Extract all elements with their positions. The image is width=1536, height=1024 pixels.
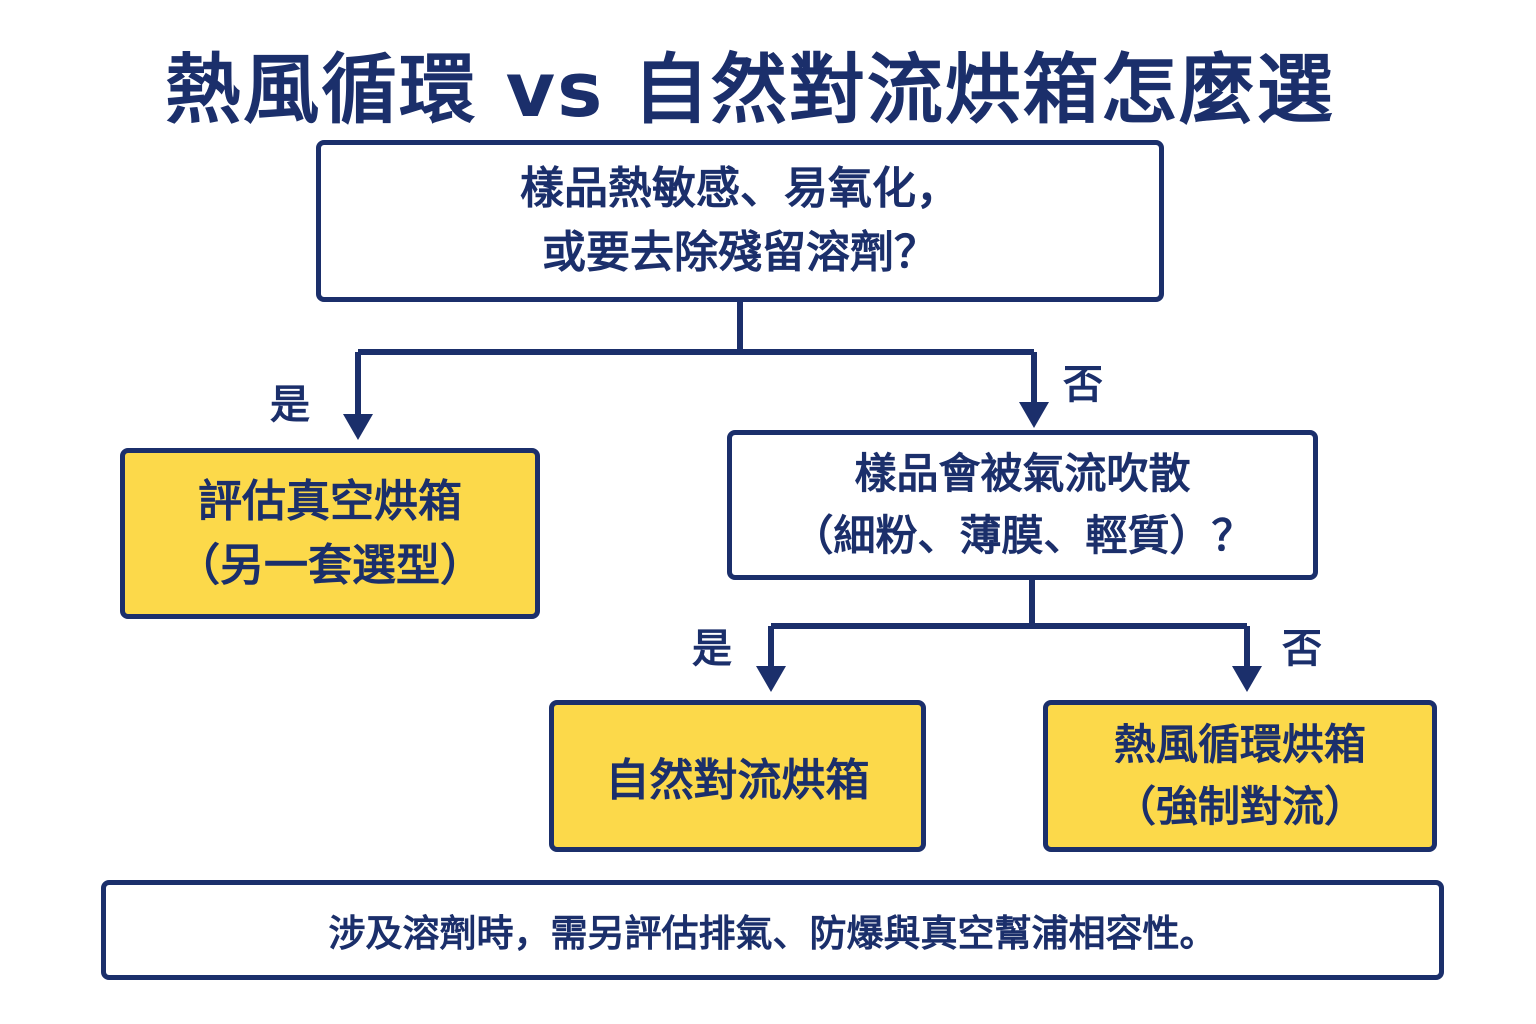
decision-line: 樣品熱敏感、易氧化，	[520, 163, 960, 214]
decision-line: 樣品會被氣流吹散	[854, 449, 1191, 498]
arrowhead-q1-no	[1019, 402, 1049, 428]
result-line: （另一套選型）	[176, 539, 484, 591]
edge-label-yes: 是	[692, 626, 732, 672]
edge-label-no: 否	[1063, 362, 1103, 408]
decision-line: 或要去除殘留溶劑？	[542, 227, 938, 278]
result-line: 自然對流烘箱	[605, 755, 870, 806]
decision-sample-sensitivity: 樣品熱敏感、易氧化， 或要去除殘留溶劑？	[316, 140, 1164, 302]
result-vacuum-oven: 評估真空烘箱 （另一套選型）	[120, 448, 540, 619]
result-line: 熱風循環烘箱	[1113, 720, 1366, 769]
decision-airflow-scatter: 樣品會被氣流吹散 （細粉、薄膜、輕質）？	[727, 430, 1318, 580]
footnote-solvent-warning: 涉及溶劑時，需另評估排氣、防爆與真空幫浦相容性。	[101, 880, 1444, 980]
arrowhead-q2-no	[1232, 666, 1262, 692]
decision-line: （細粉、薄膜、輕質）？	[791, 511, 1254, 560]
edge-label-no: 否	[1282, 626, 1322, 672]
footnote-text: 涉及溶劑時，需另評估排氣、防爆與真空幫浦相容性。	[328, 912, 1217, 955]
page-title: 熱風循環 vs 自然對流烘箱怎麼選	[165, 45, 1335, 134]
arrowhead-q1-yes	[343, 414, 373, 440]
arrowhead-q2-yes	[756, 666, 786, 692]
edge-label-yes: 是	[270, 382, 310, 428]
result-line: 評估真空烘箱	[198, 475, 462, 527]
result-natural-convection-oven: 自然對流烘箱	[549, 700, 926, 852]
result-line: （強制對流）	[1113, 782, 1366, 831]
result-forced-convection-oven: 熱風循環烘箱 （強制對流）	[1043, 700, 1437, 852]
